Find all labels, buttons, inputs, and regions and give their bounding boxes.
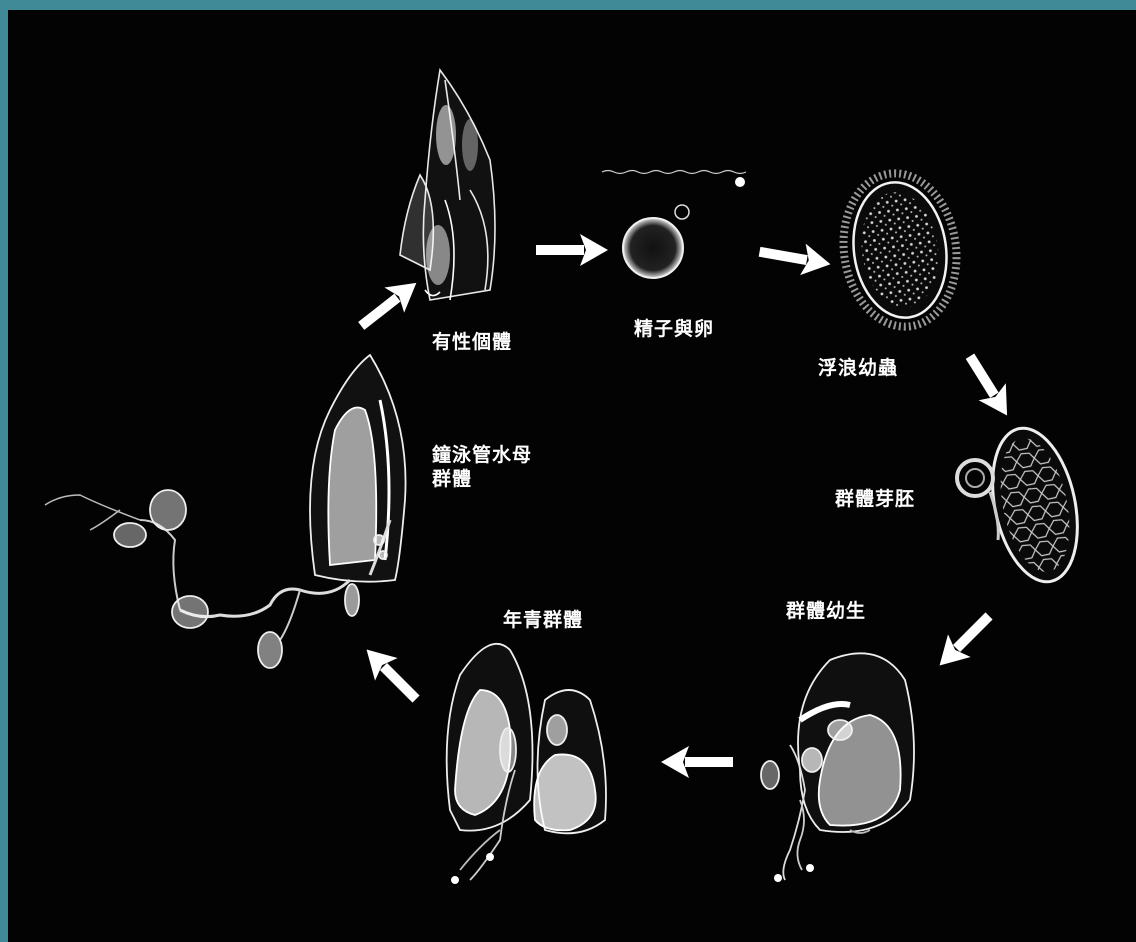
- label-siphonophore-colony-line1: 鐘泳管水母: [432, 443, 532, 467]
- colony-bud-illustration: [957, 420, 1090, 589]
- white-arrow-icon: [355, 638, 427, 710]
- colony-young-illustration: [761, 653, 914, 882]
- white-arrow-icon: [956, 348, 1020, 424]
- young-colony-illustration: [447, 644, 606, 884]
- label-colony-young: 群體幼生: [786, 599, 866, 623]
- sexual-individual-illustration: [400, 70, 495, 300]
- label-sexual-individual: 有性個體: [432, 330, 512, 354]
- white-arrow-icon: [536, 234, 608, 266]
- white-arrow-icon: [928, 605, 1000, 677]
- label-sperm-egg: 精子與卵: [634, 317, 714, 341]
- label-young-colony: 年青群體: [503, 608, 583, 632]
- label-planula: 浮浪幼蟲: [818, 356, 898, 380]
- planula-illustration: [834, 166, 966, 334]
- label-colony-bud: 群體芽胚: [835, 487, 915, 511]
- sperm-egg-illustration: [602, 171, 746, 279]
- white-arrow-icon: [661, 746, 733, 778]
- white-arrow-icon: [757, 236, 833, 280]
- white-arrow-icon: [351, 270, 426, 338]
- siphonophore-colony-illustration: [45, 355, 406, 668]
- label-siphonophore-colony-line2: 群體: [432, 467, 472, 491]
